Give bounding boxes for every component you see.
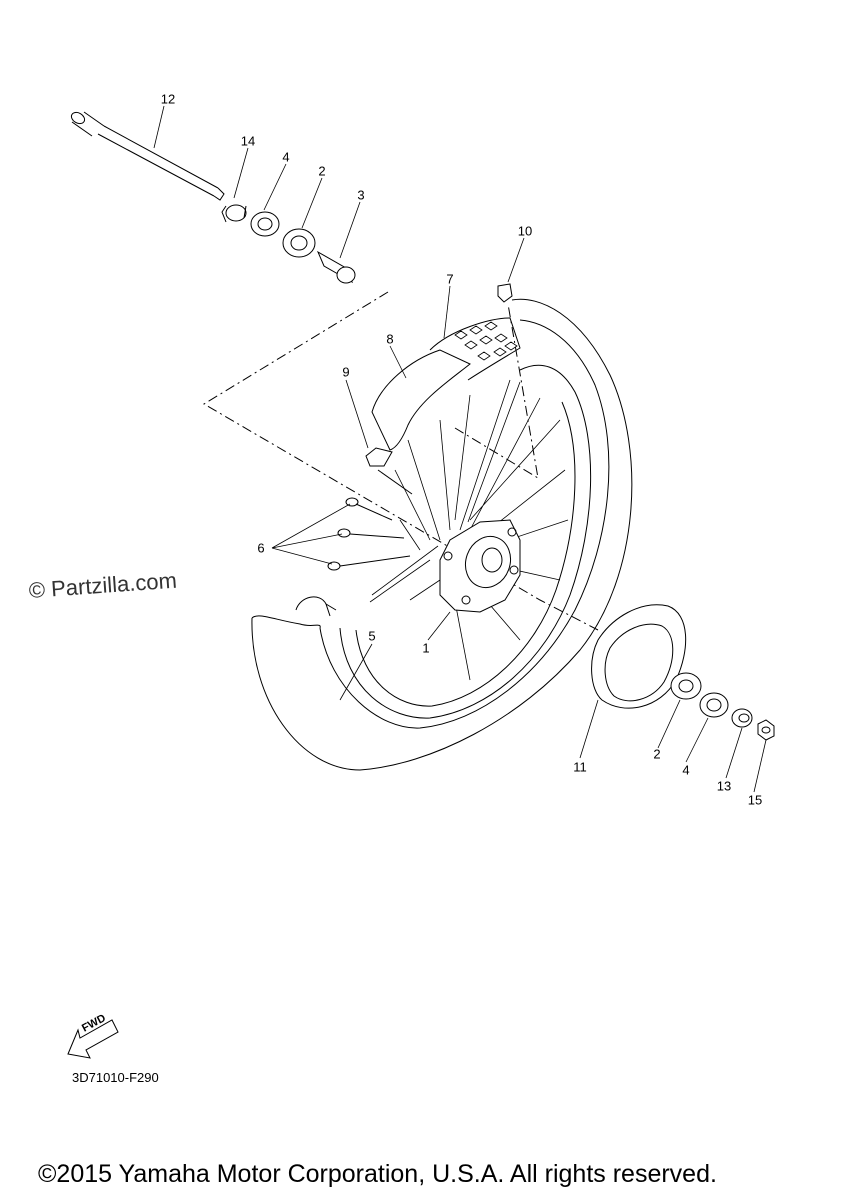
callout-13: 13 [716,778,732,794]
valve-cap-part-10 [497,283,513,303]
spacer-part-3 [316,250,356,284]
callout-8: 8 [386,331,394,347]
tire-part-5 [251,298,633,771]
part-code: 3D71010-F290 [72,1070,159,1085]
callout-2-right: 2 [653,746,661,762]
spoke-nipples-part-6 [327,469,413,571]
fwd-arrow-icon [67,1019,119,1059]
callout-5: 5 [368,628,376,644]
axle-part [70,111,225,201]
bearing-part-2-right [670,672,702,700]
collar-part-13 [731,708,753,728]
rim-band-part-8 [371,349,471,451]
callout-6: 6 [257,540,265,556]
tube-valve [295,596,337,617]
callout-3: 3 [357,187,365,203]
leader-lines [153,105,767,793]
hub-part-1 [439,519,521,613]
oil-seal-part-4-right [699,692,729,718]
callout-9: 9 [342,364,350,380]
callout-12: 12 [160,91,176,107]
callout-7: 7 [446,271,454,287]
callout-4-right: 4 [682,762,690,778]
axle-centerline [203,291,599,631]
copyright-notice: ©2015 Yamaha Motor Corporation, U.S.A. A… [38,1160,717,1188]
nut-part-15 [757,719,775,741]
bearing-part-2 [282,228,316,258]
callout-10: 10 [517,223,533,239]
collar-part-14 [221,204,247,223]
spoke-centerline [454,303,539,479]
callout-15: 15 [747,792,763,808]
callout-14: 14 [240,133,256,149]
callout-4: 4 [282,149,290,165]
oil-seal-part-4 [250,211,280,237]
callout-2: 2 [318,163,326,179]
callout-1: 1 [422,640,430,656]
rim [339,364,592,719]
callout-11: 11 [573,759,587,775]
tread-part-7 [429,317,521,381]
rim-lock-part-9 [365,447,393,467]
disc-cover-part-11 [591,604,687,709]
